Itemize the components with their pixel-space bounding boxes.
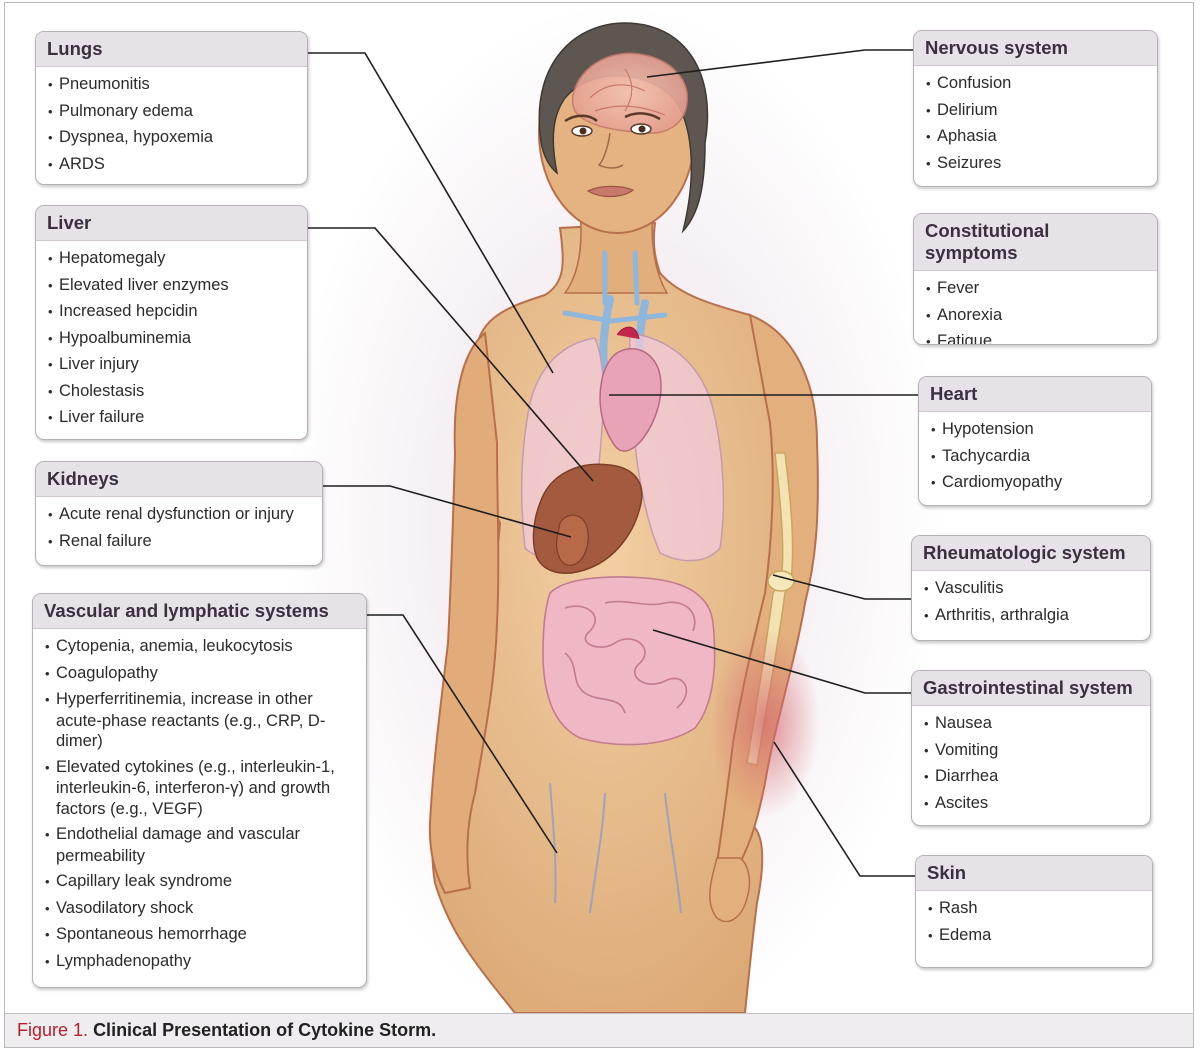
figure-frame: Lungs Pneumonitis Pulmonary edema Dyspne… bbox=[4, 2, 1194, 1048]
list-item: Hypoalbuminemia bbox=[48, 328, 297, 350]
box-constitutional: Constitutional symptoms Fever Anorexia F… bbox=[913, 213, 1158, 345]
list-item: Cholestasis bbox=[48, 381, 297, 403]
list-item: Seizures bbox=[926, 153, 1147, 175]
right-hand bbox=[709, 857, 751, 923]
list-item: Pulmonary edema bbox=[48, 101, 297, 123]
figure-caption: Figure 1. Clinical Presentation of Cytok… bbox=[5, 1013, 1193, 1047]
box-title-kidneys: Kidneys bbox=[36, 462, 322, 497]
list-kidneys: Acute renal dysfunction or injury Renal … bbox=[36, 497, 322, 561]
box-nervous-system: Nervous system Confusion Delirium Aphasi… bbox=[913, 30, 1158, 187]
list-vascular: Cytopenia, anemia, leukocytosis Coagulop… bbox=[33, 629, 366, 981]
nose bbox=[597, 132, 624, 169]
list-item: Increased hepcidin bbox=[48, 301, 297, 323]
list-item: Vasodilatory shock bbox=[45, 898, 356, 920]
list-item: Elevated cytokines (e.g., interleukin-1,… bbox=[45, 757, 356, 820]
list-heart: Hypotension Tachycardia Cardiomyopathy bbox=[919, 412, 1151, 503]
list-item: Lymphadenopathy bbox=[45, 951, 356, 973]
list-item: Pneumonitis bbox=[48, 74, 297, 96]
mouth bbox=[586, 185, 635, 198]
list-item: Acute renal dysfunction or injury bbox=[48, 504, 312, 526]
heart-organ bbox=[599, 348, 662, 452]
list-item: Elevated liver enzymes bbox=[48, 275, 297, 297]
list-liver: Hepatomegaly Elevated liver enzymes Incr… bbox=[36, 241, 307, 438]
list-item: Vasculitis bbox=[924, 578, 1140, 600]
box-title-liver: Liver bbox=[36, 206, 307, 241]
list-item: Hypotension bbox=[931, 419, 1141, 441]
box-lungs: Lungs Pneumonitis Pulmonary edema Dyspne… bbox=[35, 31, 308, 185]
list-item: Aphasia bbox=[926, 126, 1147, 148]
list-item: ARDS bbox=[48, 154, 297, 176]
list-nervous: Confusion Delirium Aphasia Seizures bbox=[914, 66, 1157, 183]
box-rheumatologic: Rheumatologic system Vasculitis Arthriti… bbox=[911, 535, 1151, 641]
list-item: Hepatomegaly bbox=[48, 248, 297, 270]
list-item: Ascites bbox=[924, 793, 1140, 815]
list-item: Cardiomyopathy bbox=[931, 472, 1141, 494]
list-item: Tachycardia bbox=[931, 446, 1141, 468]
list-item: Hyperferritinemia, increase in other acu… bbox=[45, 689, 356, 752]
list-item: Capillary leak syndrome bbox=[45, 871, 356, 893]
list-item: Liver injury bbox=[48, 354, 297, 376]
list-item: Fatigue bbox=[926, 331, 1147, 344]
box-skin: Skin Rash Edema bbox=[915, 855, 1153, 968]
box-gastrointestinal: Gastrointestinal system Nausea Vomiting … bbox=[911, 670, 1151, 826]
list-item: Delirium bbox=[926, 100, 1147, 122]
list-item: Cytopenia, anemia, leukocytosis bbox=[45, 636, 356, 658]
list-skin: Rash Edema bbox=[916, 891, 1152, 955]
box-title-nervous: Nervous system bbox=[914, 31, 1157, 66]
box-title-rheumatologic: Rheumatologic system bbox=[912, 536, 1150, 571]
list-item: Nausea bbox=[924, 713, 1140, 735]
box-title-constitutional: Constitutional symptoms bbox=[914, 214, 1157, 271]
box-title-vascular: Vascular and lymphatic systems bbox=[33, 594, 366, 629]
box-title-skin: Skin bbox=[916, 856, 1152, 891]
list-item: Arthritis, arthralgia bbox=[924, 605, 1140, 627]
rash bbox=[710, 628, 820, 818]
list-item: Endothelial damage and vascular permeabi… bbox=[45, 824, 356, 866]
list-rheumatologic: Vasculitis Arthritis, arthralgia bbox=[912, 571, 1150, 635]
caption-title: Clinical Presentation of Cytokine Storm. bbox=[93, 1020, 437, 1040]
list-item: Anorexia bbox=[926, 305, 1147, 327]
list-item: Rash bbox=[928, 898, 1142, 920]
list-item: Spontaneous hemorrhage bbox=[45, 924, 356, 946]
list-constitutional: Fever Anorexia Fatigue bbox=[914, 271, 1157, 344]
list-lungs: Pneumonitis Pulmonary edema Dyspnea, hyp… bbox=[36, 67, 307, 184]
box-title-lungs: Lungs bbox=[36, 32, 307, 67]
list-item: Vomiting bbox=[924, 740, 1140, 762]
intestines bbox=[542, 576, 716, 746]
list-item: Renal failure bbox=[48, 531, 312, 553]
list-item: Coagulopathy bbox=[45, 663, 356, 685]
list-gastrointestinal: Nausea Vomiting Diarrhea Ascites bbox=[912, 706, 1150, 823]
list-item: Dyspnea, hypoxemia bbox=[48, 127, 297, 149]
list-item: Edema bbox=[928, 925, 1142, 947]
box-title-gastrointestinal: Gastrointestinal system bbox=[912, 671, 1150, 706]
list-item: Fever bbox=[926, 278, 1147, 300]
list-item: Confusion bbox=[926, 73, 1147, 95]
list-item: Diarrhea bbox=[924, 766, 1140, 788]
box-vascular: Vascular and lymphatic systems Cytopenia… bbox=[32, 593, 367, 988]
eyebrows bbox=[564, 112, 661, 123]
box-heart: Heart Hypotension Tachycardia Cardiomyop… bbox=[918, 376, 1152, 506]
box-liver: Liver Hepatomegaly Elevated liver enzyme… bbox=[35, 205, 308, 440]
box-kidneys: Kidneys Acute renal dysfunction or injur… bbox=[35, 461, 323, 566]
box-title-heart: Heart bbox=[919, 377, 1151, 412]
caption-label: Figure 1. bbox=[17, 1020, 89, 1040]
list-item: Liver failure bbox=[48, 407, 297, 429]
